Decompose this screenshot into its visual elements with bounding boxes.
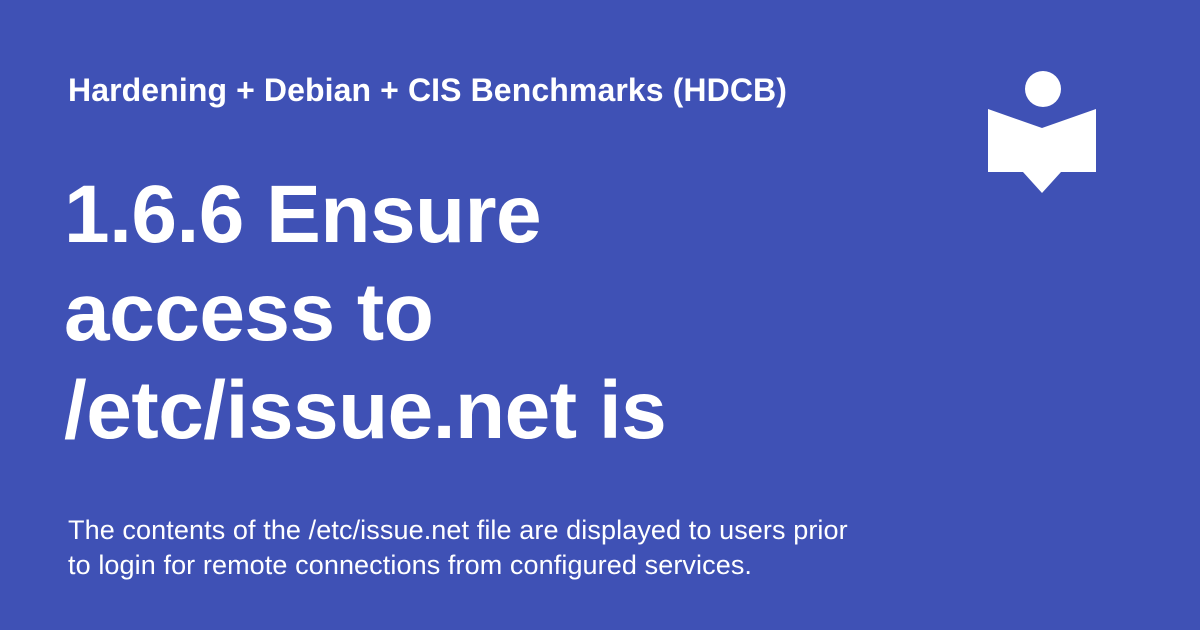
- page-description: The contents of the /etc/issue.net file …: [68, 515, 848, 580]
- page-title: 1.6.6 Ensure access to /etc/issue.net is: [64, 169, 667, 456]
- site-title: Hardening + Debian + CIS Benchmarks (HDC…: [68, 72, 788, 108]
- reader-book-icon: [988, 70, 1100, 198]
